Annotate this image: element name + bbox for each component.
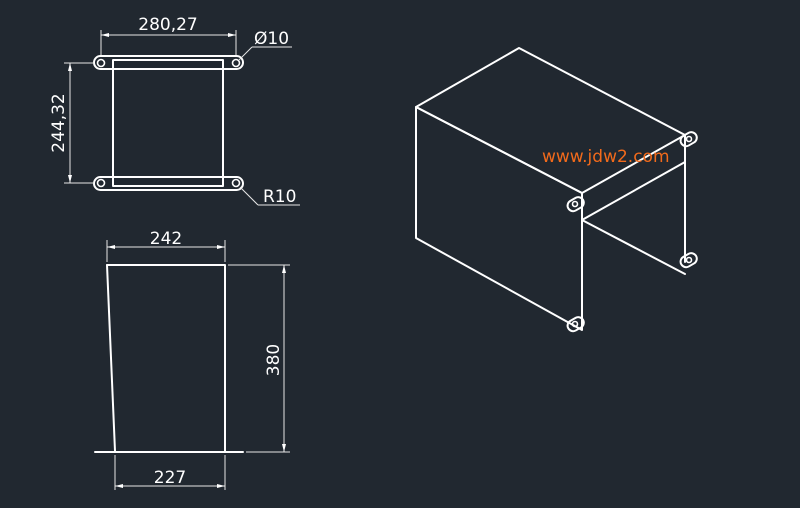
width-dimension: 280,27 — [100, 15, 237, 55]
bottom-width-dimension: 227 — [114, 455, 226, 490]
top-mounting-tab — [93, 55, 244, 70]
iso-tab-upper-mid — [566, 196, 585, 213]
front-view-outline — [106, 264, 226, 452]
front-view-tapered-edge — [106, 264, 116, 452]
watermark-text: www.jdw2.com — [542, 147, 670, 167]
top-width-label: 242 — [150, 229, 182, 249]
top-view: 280,27 244,32 Ø10 R10 — [49, 15, 300, 207]
height-dimension-label: 244,32 — [49, 93, 69, 152]
front-height-label: 380 — [264, 344, 284, 376]
mounting-hole — [96, 178, 106, 188]
mounting-hole — [231, 178, 241, 188]
mounting-hole — [96, 58, 106, 68]
height-dimension: 244,32 — [49, 62, 94, 184]
isometric-view — [415, 47, 698, 333]
radius-callout: R10 — [239, 186, 300, 207]
top-width-dimension: 242 — [106, 229, 226, 262]
front-view: 242 227 380 — [94, 229, 290, 490]
hole-diameter-label: Ø10 — [254, 29, 289, 49]
iso-back-panel-bottom — [581, 219, 686, 275]
bottom-mounting-tab — [93, 176, 244, 191]
hole-diameter-callout: Ø10 — [238, 29, 292, 61]
iso-tab-upper-right — [679, 131, 698, 148]
iso-tab-lower-right — [679, 252, 698, 269]
radius-label: R10 — [263, 187, 296, 207]
width-dimension-label: 280,27 — [138, 15, 197, 35]
iso-top-face — [415, 47, 686, 194]
iso-tab-lower-mid — [566, 316, 585, 333]
iso-front-face — [415, 106, 583, 331]
top-view-outline — [112, 59, 224, 187]
mounting-hole — [231, 58, 241, 68]
bottom-width-label: 227 — [154, 468, 186, 488]
front-height-dimension: 380 — [228, 264, 290, 453]
